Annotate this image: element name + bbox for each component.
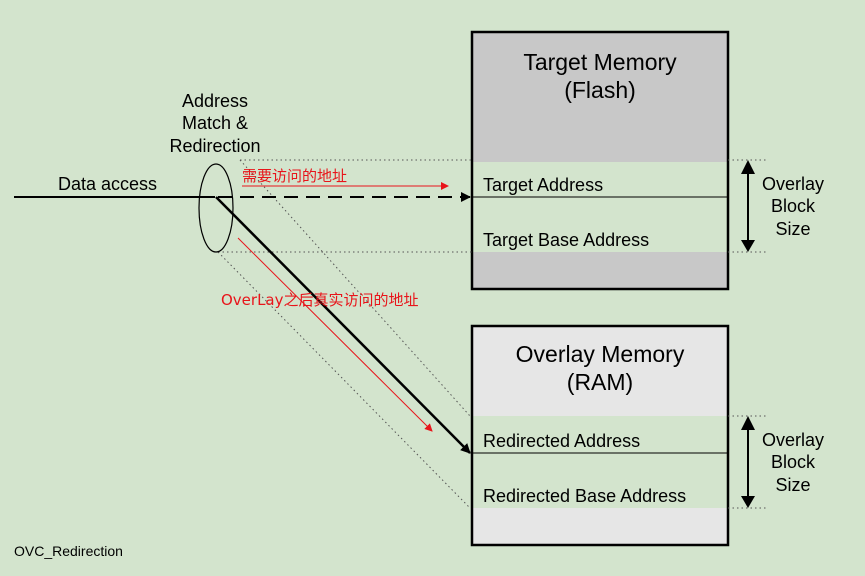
block-size-indicator-bottom: Overlay Block Size [741, 416, 824, 508]
overlay-memory-subtitle: (RAM) [567, 369, 633, 395]
match-label-line1: Address [182, 91, 248, 111]
address-match-ellipse [198, 163, 234, 253]
redirect-arrow [215, 196, 471, 454]
match-label-line3: Redirection [169, 136, 260, 156]
block-size-bottom-line1: Overlay [762, 430, 824, 450]
block-size-bottom-line3: Size [775, 475, 810, 495]
overlay-memory-header [472, 326, 728, 416]
redirected-base-address-label: Redirected Base Address [483, 486, 686, 506]
target-memory-box: Target Memory (Flash) Target Address Tar… [470, 30, 730, 291]
overlay-memory-footer [472, 508, 728, 545]
overlay-redirect-block [472, 416, 728, 508]
redirected-address-label: Redirected Address [483, 431, 640, 451]
target-memory-footer [472, 252, 728, 289]
block-size-bottom-line2: Block [771, 452, 816, 472]
block-size-indicator-top: Overlay Block Size [741, 160, 824, 252]
block-size-top-line2: Block [771, 196, 816, 216]
real-address-annotation: OverLay之后真实访问的地址 [221, 291, 419, 309]
block-size-top-line1: Overlay [762, 174, 824, 194]
block-size-top-line3: Size [775, 219, 810, 239]
overlay-memory-box: Overlay Memory (RAM) Redirected Address … [470, 324, 730, 547]
overlay-memory-title: Overlay Memory [516, 341, 685, 367]
needed-address-annotation: 需要访问的地址 [242, 167, 347, 185]
target-overlay-block [472, 162, 728, 252]
figure-caption: OVC_Redirection [14, 543, 123, 559]
match-label-line2: Match & [182, 113, 248, 133]
real-address-arrow [237, 237, 433, 432]
target-base-address-label: Target Base Address [483, 230, 649, 250]
target-memory-header [472, 32, 728, 162]
data-access-label: Data access [58, 174, 157, 194]
target-address-label: Target Address [483, 175, 603, 195]
target-memory-title: Target Memory [523, 49, 677, 75]
target-memory-subtitle: (Flash) [564, 77, 636, 103]
dotted-guides [217, 159, 768, 509]
